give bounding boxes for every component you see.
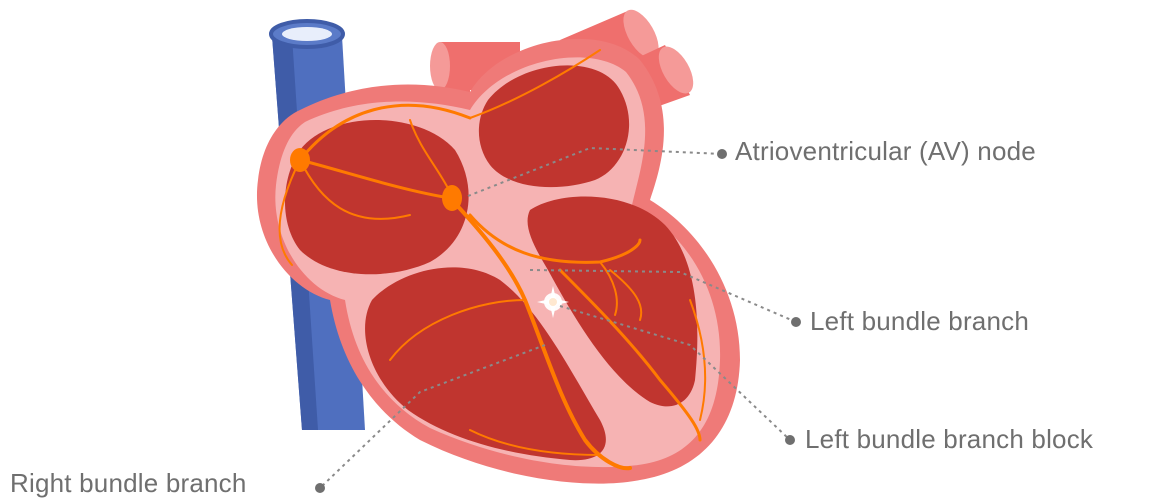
left-bundle-branch-label: Left bundle branch: [810, 306, 1029, 337]
av-node-label: Atrioventricular (AV) node: [735, 136, 1036, 167]
sinoatrial-node: [290, 148, 310, 172]
av-node: [442, 185, 462, 211]
left-bundle-branch-block-label: Left bundle branch block: [805, 424, 1093, 455]
right-bundle-branch-label: Right bundle branch: [10, 468, 247, 499]
